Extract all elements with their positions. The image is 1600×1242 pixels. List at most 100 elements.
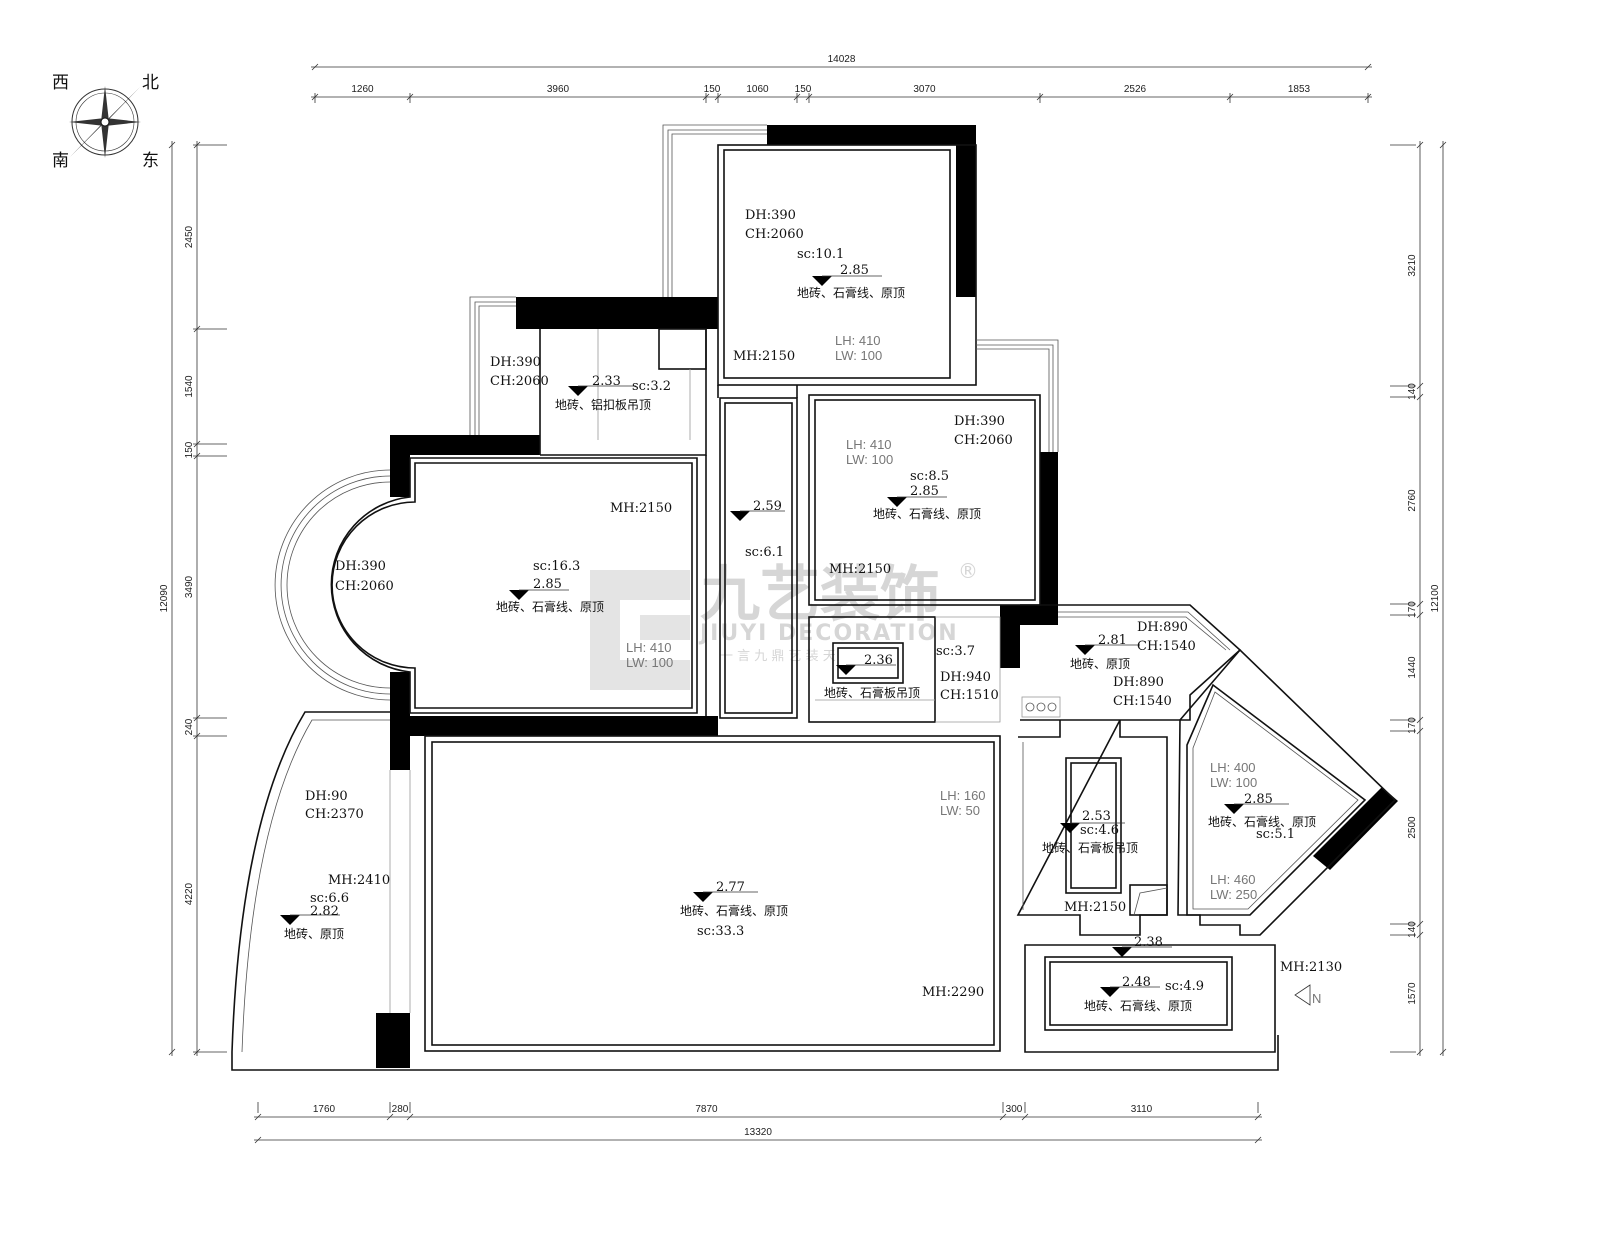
dimension-label: 2760 [1407, 489, 1418, 512]
level-triangle-icon [1075, 645, 1095, 655]
dh-label: DH:390 [954, 414, 1005, 429]
sc-label: sc:6.6 [310, 891, 349, 906]
wall-black [1313, 787, 1398, 870]
dimension-label: 140 [1407, 921, 1418, 938]
level-triangle-icon [730, 511, 750, 521]
level-triangle-icon [1112, 947, 1132, 957]
ch-label: CH:1540 [1113, 694, 1172, 709]
mh-label: MH:2150 [733, 349, 795, 364]
mh-label: MH:2150 [829, 562, 891, 577]
dh-label: DH:940 [940, 670, 991, 685]
dimension-label: 3210 [1407, 254, 1418, 277]
level-label: 2.33 [592, 374, 621, 389]
level-label: 2.85 [533, 577, 562, 592]
watermark-cn: 九艺装饰 [700, 560, 940, 630]
ch-label: CH:2060 [954, 433, 1013, 448]
sc-label: sc:10.1 [797, 247, 844, 262]
dimension-label: 1260 [351, 84, 374, 95]
sc-label: sc:16.3 [533, 559, 580, 574]
walls: N [231, 124, 1398, 1071]
level-triangle-icon [509, 590, 529, 600]
dimension-label: 150 [795, 84, 812, 95]
level-label: 2.36 [864, 653, 893, 668]
level-triangle-icon [1224, 804, 1244, 814]
sc-label: sc:4.9 [1165, 979, 1204, 994]
lw-label: LW: 100 [846, 452, 893, 467]
level-label: 2.77 [716, 880, 745, 895]
finish-label: 地砖、石膏板吊顶 [824, 685, 920, 700]
finish-label: 地砖、铝扣板吊顶 [555, 397, 651, 412]
ch-label: CH:2060 [490, 374, 549, 389]
room-balcony: DH:90 CH:2370 MH:2410 sc:6.6 2.82 地砖、原顶 [284, 789, 390, 941]
dimension-label: 12100 [1430, 584, 1441, 612]
wall-black [516, 297, 718, 329]
dh-label: DH:390 [490, 355, 541, 370]
dimension-label: 2500 [1407, 816, 1418, 839]
sc-label: sc:4.6 [1080, 823, 1119, 838]
level-markers [280, 275, 1289, 997]
level-triangle-icon [693, 892, 713, 902]
finish-label: 地砖、石膏板吊顶 [1042, 840, 1138, 855]
sc-label: sc:3.7 [936, 644, 975, 659]
ch-label: CH:2370 [305, 807, 364, 822]
finish-label: 地砖、石膏线、原顶 [496, 599, 604, 614]
lw-label: LW: 100 [835, 348, 882, 363]
level-label: 2.59 [753, 499, 782, 514]
level-triangle-icon [280, 915, 300, 925]
dimension-label: 140 [1407, 383, 1418, 400]
level-label: 2.85 [840, 263, 869, 278]
level-triangle-icon [812, 276, 832, 286]
level-triangle-icon [1100, 987, 1120, 997]
lw-label: LW: 100 [1210, 775, 1257, 790]
level-label: 2.81 [1098, 633, 1127, 648]
wall-black [767, 125, 976, 297]
level-label: 2.48 [1122, 975, 1151, 990]
compass-west: 西 [52, 73, 69, 93]
finish-label: 地砖、石膏线、原顶 [797, 285, 905, 300]
compass-rose: 西 北 南 东 [52, 73, 159, 171]
dimension-label: 240 [184, 718, 195, 735]
dimension-label: 300 [1006, 1104, 1023, 1115]
watermark: 九艺装饰 ® JIUYI DECORATION 一 言 九 鼎 艺 装 天 [590, 559, 978, 690]
ch-label: CH:1510 [940, 688, 999, 703]
sc-label: sc:6.1 [745, 545, 784, 560]
dimension-label: 170 [1407, 717, 1418, 734]
lh-label: LH: 410 [846, 437, 892, 452]
entry-mark: N [1312, 991, 1321, 1006]
watermark-en: JIUYI DECORATION [698, 621, 959, 646]
dimension-label: 2526 [1124, 84, 1147, 95]
lw-label: LW: 100 [626, 655, 673, 670]
sc-label: sc:33.3 [697, 924, 744, 939]
dimension-label: 14028 [828, 54, 856, 65]
level-triangle-icon [568, 386, 588, 396]
level-label: 2.85 [1244, 792, 1273, 807]
dimension-label: 280 [392, 1104, 409, 1115]
lh-label: LH: 410 [835, 333, 881, 348]
mh-label: MH:2150 [610, 501, 672, 516]
room-bath-mid: LH: 160 LW: 50 2.53 sc:4.6 地砖、石膏板吊顶 MH:2… [940, 788, 1138, 915]
room-bedroom-east: DH:390 CH:2060 LH: 410 LW: 100 sc:8.5 2.… [829, 414, 1013, 577]
finish-label: 地砖、石膏线、原顶 [1084, 998, 1192, 1013]
lh-label: LH: 400 [1210, 760, 1256, 775]
hall-level-label: 2.38 [1134, 935, 1163, 950]
sc-label: sc:8.5 [910, 469, 949, 484]
mh-label: MH:2410 [328, 873, 390, 888]
dimension-label: 150 [704, 84, 721, 95]
dimension-label: 1570 [1407, 982, 1418, 1005]
dimension-label: 3070 [913, 84, 936, 95]
wall-black [376, 1013, 410, 1068]
ch-label: CH:1540 [1137, 639, 1196, 654]
dh-label: DH:890 [1137, 620, 1188, 635]
level-label: 2.82 [310, 904, 339, 919]
dimension-label: 7870 [695, 1104, 718, 1115]
finish-label: 地砖、原顶 [1070, 656, 1130, 671]
compass-north: 北 [142, 73, 159, 93]
dh-label: DH:890 [1113, 675, 1164, 690]
lh-label: LH: 160 [940, 788, 986, 803]
dh-label: DH:90 [305, 789, 348, 804]
ch-label: CH:2060 [745, 227, 804, 242]
room-bath-south: 2.38 2.48 sc:4.9 地砖、石膏线、原顶 MH:2130 [1084, 935, 1342, 1013]
watermark-registered: ® [958, 559, 978, 583]
compass-east: 东 [142, 151, 159, 171]
